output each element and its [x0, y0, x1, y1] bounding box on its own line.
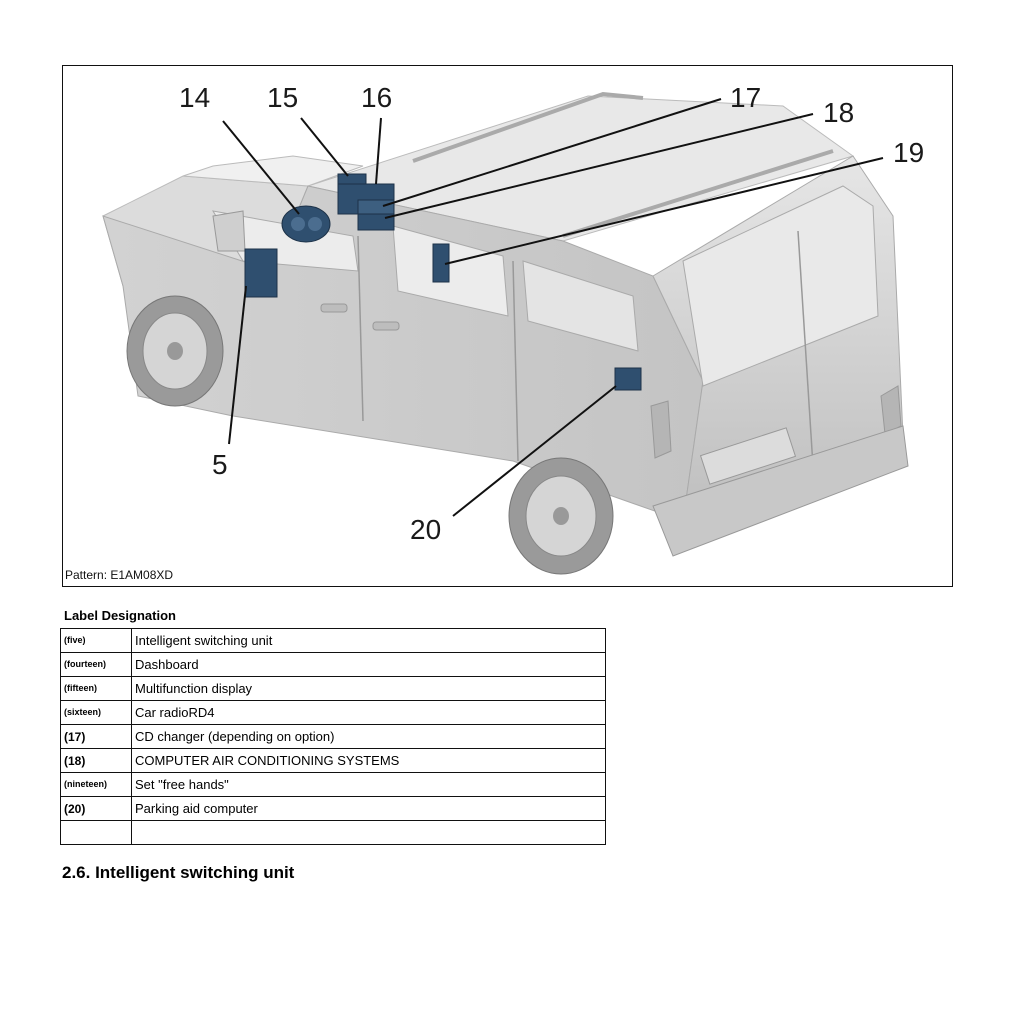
table-row: (20) Parking aid computer [60, 796, 606, 821]
component-5-intelligent-switching-unit [244, 248, 278, 298]
table-row: (fifteen) Multifunction display [60, 676, 606, 701]
figure-caption: Pattern: E1AM08XD [65, 568, 174, 582]
legend-number [60, 820, 132, 845]
legend-number: (fifteen) [60, 676, 132, 701]
callout-15: 15 [267, 82, 299, 113]
legend-description: Intelligent switching unit [131, 628, 606, 653]
table-row: (sixteen) Car radioRD4 [60, 700, 606, 725]
callout-14: 14 [179, 82, 211, 113]
side-mirror [212, 210, 246, 252]
side-window [392, 225, 509, 317]
tail-light [650, 400, 672, 459]
legend-description: CD changer (depending on option) [131, 724, 606, 749]
callout-5: 5 [212, 449, 228, 480]
callout-18: 18 [823, 97, 855, 128]
license-plate [699, 427, 797, 485]
legend-table: (five) Intelligent switching unit (fourt… [60, 628, 606, 845]
callout-19: 19 [893, 137, 925, 168]
legend-number: (17) [60, 724, 132, 749]
vehicle-illustration [102, 91, 909, 575]
legend-number: (18) [60, 748, 132, 773]
windshield [182, 155, 364, 187]
legend-description: Parking aid computer [131, 796, 606, 821]
callout-20: 20 [410, 514, 442, 545]
vehicle-figure: 14 15 16 17 18 19 5 20 Pattern: E1AM08XD [62, 65, 953, 587]
rear-side-window [522, 260, 639, 352]
legend-number: (20) [60, 796, 132, 821]
component-17-cd-changer [357, 199, 395, 215]
legend-description: Multifunction display [131, 676, 606, 701]
component-14-dashboard [281, 205, 331, 243]
rear-wheel [508, 457, 614, 575]
legend-number: (five) [60, 628, 132, 653]
table-row [60, 820, 606, 845]
rear-window [682, 185, 879, 387]
legend-description [131, 820, 606, 845]
table-row: (five) Intelligent switching unit [60, 628, 606, 653]
table-row: (fourteen) Dashboard [60, 652, 606, 677]
component-20-parking-aid-computer [614, 367, 642, 391]
front-wheel [126, 295, 224, 407]
legend-description: COMPUTER AIR CONDITIONING SYSTEMS [131, 748, 606, 773]
table-row: (18) COMPUTER AIR CONDITIONING SYSTEMS [60, 748, 606, 773]
tail-light [880, 385, 902, 435]
callout-17: 17 [730, 82, 762, 113]
table-row: (17) CD changer (depending on option) [60, 724, 606, 749]
legend-number: (fourteen) [60, 652, 132, 677]
roof-rail [412, 91, 644, 163]
table-row: (nineteen) Set "free hands" [60, 772, 606, 797]
legend-title: Label Designation [64, 608, 176, 623]
legend-description: Set "free hands" [131, 772, 606, 797]
leader-lines [222, 98, 884, 517]
legend-description: Car radioRD4 [131, 700, 606, 725]
legend-description: Dashboard [131, 652, 606, 677]
section-heading: 2.6. Intelligent switching unit [62, 863, 295, 882]
roof-rail [562, 149, 834, 238]
rear-bumper [652, 425, 909, 557]
callout-16: 16 [361, 82, 393, 113]
legend-number: (sixteen) [60, 700, 132, 725]
legend-number: (nineteen) [60, 772, 132, 797]
